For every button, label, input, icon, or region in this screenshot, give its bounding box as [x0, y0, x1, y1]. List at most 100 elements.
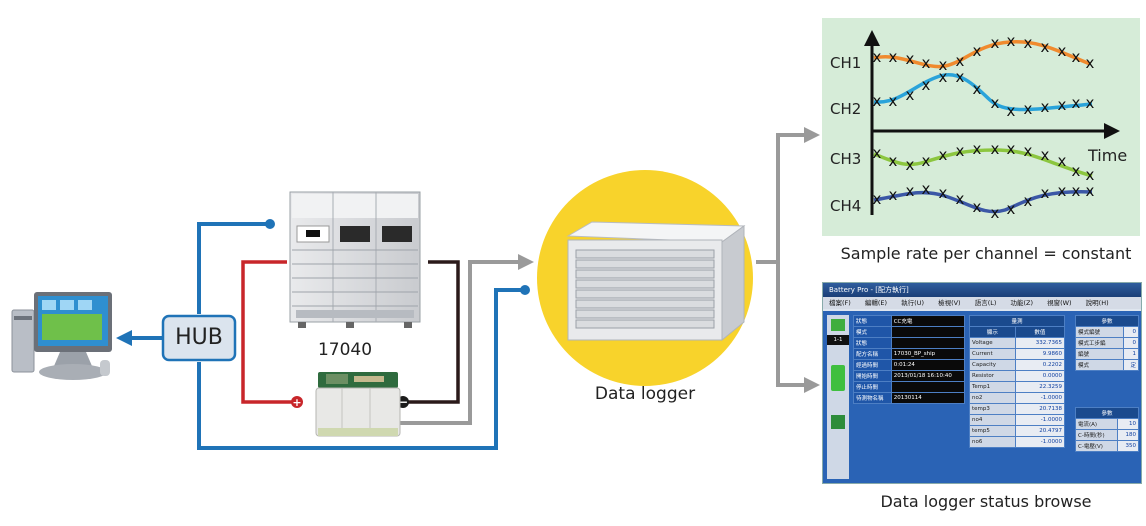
- menu-edit[interactable]: 編輯(E): [864, 299, 888, 307]
- ch3-label: CH3: [830, 150, 862, 168]
- menu-window[interactable]: 視窗(W): [1047, 299, 1072, 307]
- hub-to-tester-line: [197, 222, 270, 314]
- hub-to-logger-line: [197, 288, 525, 450]
- hub-label: HUB: [175, 325, 223, 350]
- svg-text:x: x: [1086, 166, 1095, 184]
- svg-text:x: x: [873, 144, 882, 162]
- logger-out-line-2: [776, 262, 806, 387]
- ch2-label: CH2: [830, 100, 862, 118]
- svg-text:x: x: [1007, 102, 1016, 120]
- svg-text:x: x: [1007, 200, 1016, 218]
- svg-text:x: x: [991, 140, 1000, 158]
- svg-text:x: x: [873, 48, 882, 66]
- svg-text:x: x: [991, 94, 1000, 112]
- wave-icon[interactable]: [831, 415, 845, 429]
- svg-text:x: x: [1024, 34, 1033, 52]
- check-icon[interactable]: [831, 319, 845, 331]
- positive-terminal-icon: [291, 396, 303, 408]
- logger-connector-dot: [520, 285, 530, 295]
- svg-text:x: x: [1007, 140, 1016, 158]
- computer-icon: [11, 292, 112, 380]
- svg-text:x: x: [956, 68, 965, 86]
- svg-text:x: x: [939, 68, 948, 86]
- svg-text:x: x: [991, 204, 1000, 222]
- svg-text:x: x: [1058, 152, 1067, 170]
- window-title: Battery Pro - [配方執行]: [823, 283, 1141, 297]
- menu-language[interactable]: 語言(L): [974, 299, 997, 307]
- negative-lead-line: [405, 260, 460, 404]
- pc-arrow-head: [116, 330, 132, 346]
- channel-side-panel: 1-1: [827, 315, 849, 479]
- svg-text:x: x: [956, 190, 965, 208]
- svg-text:x: x: [1058, 96, 1067, 114]
- svg-text:x: x: [1072, 94, 1081, 112]
- ch4-curve: [873, 190, 1093, 214]
- svg-text:x: x: [889, 92, 898, 110]
- svg-text:x: x: [939, 56, 948, 74]
- svg-text:x: x: [1058, 42, 1067, 60]
- svg-text:x: x: [973, 80, 982, 98]
- data-logger-device: [566, 221, 746, 342]
- menu-file[interactable]: 檔案(F): [829, 299, 851, 307]
- svg-text:x: x: [1024, 100, 1033, 118]
- svg-text:x: x: [1024, 192, 1033, 210]
- svg-text:x: x: [1072, 182, 1081, 200]
- battery-tester-cabinet: [289, 191, 421, 328]
- svg-text:x: x: [939, 146, 948, 164]
- svg-text:x: x: [1086, 94, 1095, 112]
- svg-text:x: x: [1041, 38, 1050, 56]
- svg-text:x: x: [1041, 146, 1050, 164]
- svg-text:x: x: [1086, 54, 1095, 72]
- sample-rate-caption: Sample rate per channel = constant: [840, 244, 1132, 263]
- svg-text:x: x: [906, 50, 915, 68]
- tester-connector-dot: [265, 219, 275, 229]
- svg-text:x: x: [1072, 162, 1081, 180]
- ch2-curve: [873, 72, 1093, 112]
- svg-text:x: x: [1072, 48, 1081, 66]
- svg-text:x: x: [889, 186, 898, 204]
- data-logger-label: Data logger: [594, 384, 696, 404]
- battery-pack-icon: [315, 372, 401, 437]
- svg-text:x: x: [973, 140, 982, 158]
- svg-text:x: x: [1007, 32, 1016, 50]
- ch3-curve: [873, 148, 1093, 178]
- svg-text:x: x: [922, 54, 931, 72]
- svg-text:x: x: [956, 142, 965, 160]
- step-parameter-table: 參數 電流(A)10 C-時間(秒)180 C-電壓(V)350: [1074, 407, 1139, 452]
- svg-text:x: x: [922, 152, 931, 170]
- menu-run[interactable]: 執行(U): [901, 299, 924, 307]
- hub-box: [161, 314, 237, 362]
- ch4-label: CH4: [830, 197, 862, 215]
- status-arrow-head: [804, 377, 820, 393]
- y-axis-arrow: [864, 30, 880, 46]
- ch1-label: CH1: [830, 54, 862, 72]
- menu-bar: 檔案(F) 編輯(E) 執行(U) 檢視(V) 語言(L) 功能(Z) 視窗(W…: [823, 297, 1141, 309]
- svg-text:x: x: [906, 86, 915, 104]
- svg-text:x: x: [1024, 142, 1033, 160]
- menu-view[interactable]: 檢視(V): [938, 299, 961, 307]
- svg-text:−: −: [398, 395, 408, 409]
- svg-text:+: +: [292, 396, 301, 409]
- svg-text:x: x: [1086, 182, 1095, 200]
- logger-out-line: [756, 133, 806, 264]
- chart-arrow-head: [804, 127, 820, 143]
- channel-id[interactable]: 1-1: [827, 335, 849, 345]
- svg-text:x: x: [973, 42, 982, 60]
- svg-text:x: x: [991, 34, 1000, 52]
- svg-text:x: x: [1041, 98, 1050, 116]
- svg-text:x: x: [906, 156, 915, 174]
- svg-text:x: x: [889, 48, 898, 66]
- logger-arrow-head: [518, 254, 534, 270]
- status-browse-window: Battery Pro - [配方執行] 檔案(F) 編輯(E) 執行(U) 檢…: [822, 282, 1142, 484]
- svg-text:x: x: [939, 184, 948, 202]
- svg-text:x: x: [873, 190, 882, 208]
- svg-text:x: x: [956, 52, 965, 70]
- menu-function[interactable]: 功能(Z): [1010, 299, 1033, 307]
- menu-help[interactable]: 說明(H): [1085, 299, 1109, 307]
- svg-text:x: x: [1041, 184, 1050, 202]
- ch1-curve: [873, 40, 1091, 69]
